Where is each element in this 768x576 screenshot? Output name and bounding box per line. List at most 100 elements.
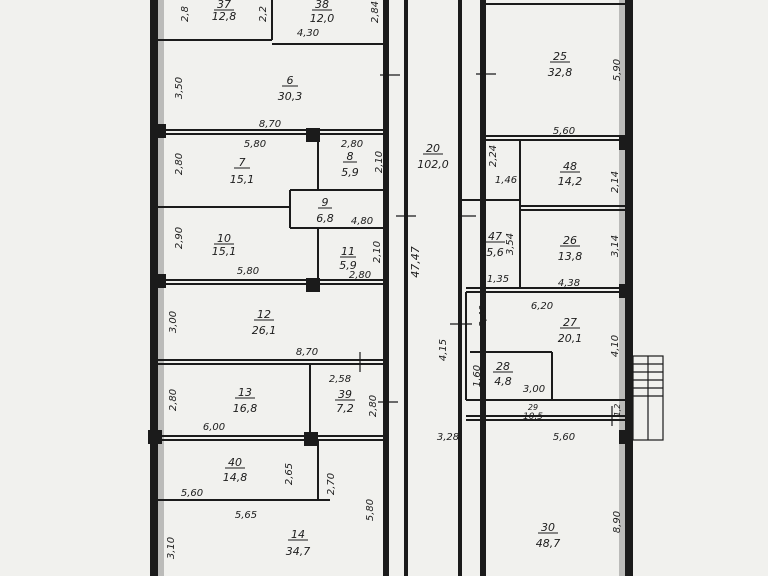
room-number: 25 — [553, 50, 567, 63]
dimension: 1,46 — [495, 175, 517, 186]
door-marks — [359, 73, 613, 426]
dimension: 5,60 — [553, 126, 575, 137]
dimension: 4,10 — [610, 335, 621, 357]
room-area: 14,2 — [558, 175, 583, 188]
dimension: 1,35 — [487, 274, 509, 285]
dimension: 2,2 — [258, 6, 269, 22]
dimension: 2,80 — [168, 389, 179, 411]
room-number: 7 — [239, 156, 246, 169]
room-number: 28 — [496, 360, 510, 373]
room-number: 14 — [291, 528, 305, 541]
dimension: 2,70 — [326, 473, 337, 495]
room-area: 14,8 — [223, 471, 248, 484]
dimension: 5,65 — [235, 510, 257, 521]
room-number: 39 — [338, 388, 352, 401]
room-number: 48 — [563, 160, 577, 173]
dimension: 5,60 — [553, 432, 575, 443]
dimension: 47,47 — [409, 246, 422, 278]
room-area: 15,1 — [230, 173, 255, 186]
staircase — [632, 355, 664, 441]
room-area: 13,8 — [558, 250, 583, 263]
dimension: 1,60 — [472, 365, 483, 387]
room-area: 5,9 — [341, 166, 359, 179]
room-number: 8 — [347, 150, 354, 163]
dimension: 2,80 — [349, 270, 371, 281]
room-number: 37 — [217, 0, 231, 11]
dimension: 3,50 — [174, 77, 185, 99]
dimension: 2,80 — [368, 395, 379, 417]
room-area: 16,8 — [233, 402, 258, 415]
corridor-right-inner-wall — [458, 0, 462, 576]
dimension: 5,80 — [237, 266, 259, 277]
room-number: 30 — [541, 521, 555, 534]
dimension: 2,58 — [329, 374, 351, 385]
dimension: 8,90 — [612, 511, 623, 533]
room-area: 7,2 — [336, 402, 354, 415]
dimension: 2,80 — [174, 153, 185, 175]
room-number: 27 — [563, 316, 577, 329]
dimension: 2,90 — [174, 227, 185, 249]
room-number: 26 — [563, 234, 577, 247]
room-area: 26,1 — [252, 324, 277, 337]
corridor-left-inner-wall — [404, 0, 408, 576]
room-area: 15,1 — [212, 245, 237, 258]
dimension: 8,70 — [259, 119, 281, 130]
room-number: 29 — [528, 403, 538, 412]
dimension: 3,10 — [166, 537, 177, 559]
room-number: 13 — [238, 386, 252, 399]
room-area: 102,0 — [417, 158, 449, 171]
room-area: 5,9 — [339, 259, 357, 272]
columns — [148, 124, 633, 446]
dimension: 3,00 — [523, 384, 545, 395]
dimension: 2,84 — [370, 1, 381, 23]
dimension: 5,80 — [365, 499, 376, 521]
dimension: 2,8 — [180, 6, 191, 22]
room-area: 32,8 — [548, 66, 573, 79]
room-area: 10,5 — [523, 412, 543, 422]
room-area: 20,1 — [558, 332, 583, 345]
dimension: 2,10 — [374, 151, 385, 173]
room-area: 12,8 — [212, 10, 237, 23]
dimension: 2,14 — [610, 171, 621, 193]
dimension: 6,20 — [531, 301, 553, 312]
dimension: 4,38 — [558, 278, 580, 289]
room-number: 40 — [228, 456, 242, 469]
room-area: 34,7 — [286, 545, 311, 558]
room-labels: 37 12,8 38 12,0 6 30,3 7 15,1 8 5,9 9 6,… — [212, 0, 583, 558]
dimension: 3,00 — [168, 311, 179, 333]
room-number: 9 — [322, 196, 329, 209]
room-number: 38 — [315, 0, 329, 11]
dimension: 6,00 — [203, 422, 225, 433]
dimension: 3,14 — [610, 235, 621, 257]
dimension: 2,40 — [478, 305, 489, 327]
right-partitions — [462, 3, 625, 421]
left-partitions — [158, 0, 385, 501]
room-number: 10 — [217, 232, 231, 245]
dimension: 2,65 — [284, 463, 295, 485]
dimension: 5,80 — [244, 139, 266, 150]
room-area: 5,6 — [486, 246, 504, 259]
room-area: 30,3 — [278, 90, 303, 103]
dimension: 3,28 — [437, 432, 459, 443]
room-number: 20 — [426, 142, 440, 155]
dimension: 8,70 — [296, 347, 318, 358]
room-number-underlines — [214, 9, 580, 541]
dimension: 3,54 — [505, 233, 516, 255]
dimension: 4,80 — [351, 216, 373, 227]
room-number: 11 — [341, 245, 355, 258]
room-area: 48,7 — [536, 537, 561, 550]
room-number: 12 — [257, 308, 271, 321]
dimension: 1,2 — [613, 404, 622, 417]
dimension-labels: 2,8 2,2 4,30 2,84 3,50 8,70 5,80 2,80 2,… — [166, 1, 623, 559]
dimension: 2,80 — [341, 139, 363, 150]
room-number: 47 — [488, 230, 502, 243]
dimension: 5,60 — [181, 488, 203, 499]
dimension: 4,30 — [297, 28, 319, 39]
corridor-left-wall — [383, 0, 389, 576]
dimension: 2,10 — [372, 241, 383, 263]
dimension: 2,24 — [488, 145, 499, 167]
dimension: 5,90 — [612, 59, 623, 81]
room-area: 12,0 — [310, 12, 335, 25]
